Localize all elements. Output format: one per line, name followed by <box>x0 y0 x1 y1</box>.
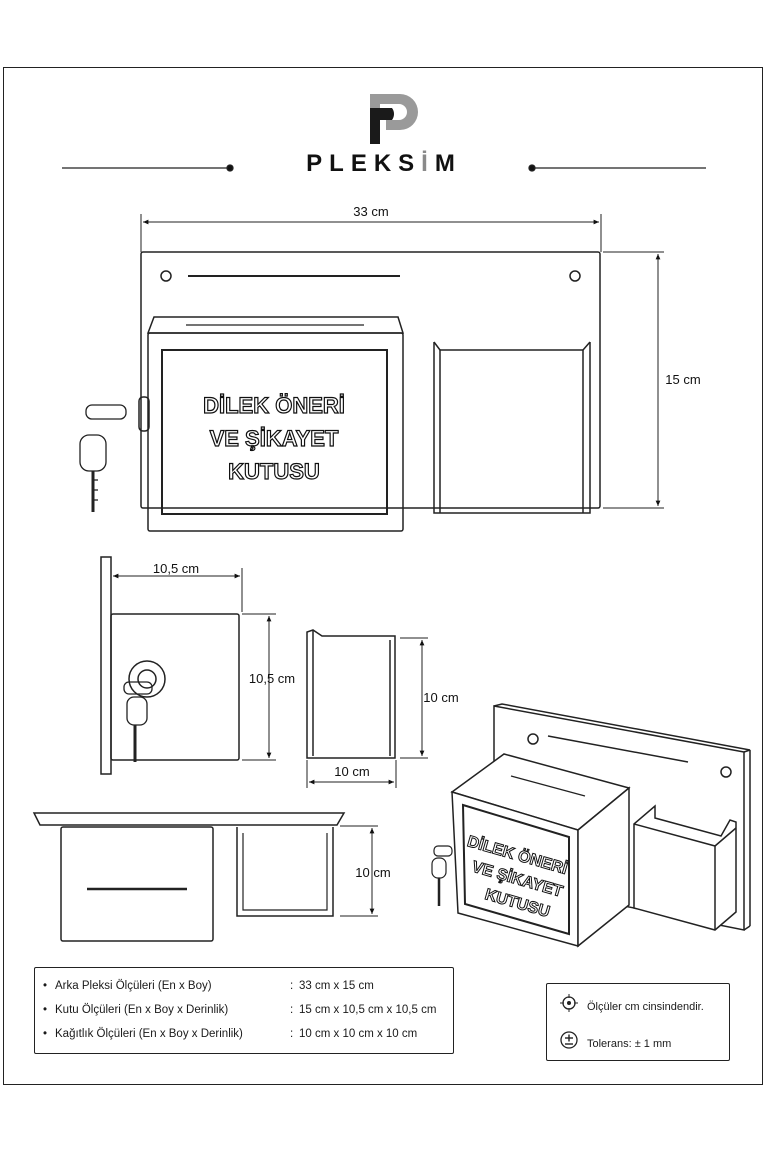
holder-height-dimension <box>400 637 428 759</box>
brand-divider <box>62 164 706 172</box>
box-height-label: 10,5 cm <box>249 671 295 686</box>
box-text-line3: KUTUSU <box>228 459 320 484</box>
notes-panel: Ölçüler cm cinsindendir. Tolerans: ± 1 m… <box>546 983 730 1061</box>
spec-value: 33 cm x 15 cm <box>299 980 374 992</box>
crosshair-icon <box>559 993 579 1020</box>
holder-height-label: 10 cm <box>423 690 458 705</box>
tolerance-note: Tolerans: ± 1 mm <box>559 1030 671 1050</box>
units-text: Ölçüler cm cinsindendir. <box>587 1000 704 1013</box>
key-icon <box>79 404 127 512</box>
brand-name-part3: M <box>434 150 462 177</box>
spec-value: 15 cm x 10,5 cm x 10,5 cm <box>299 1004 437 1016</box>
brand-name-part2: İ <box>421 150 435 177</box>
top-view <box>32 812 346 942</box>
units-note: Ölçüler cm cinsindendir. <box>559 993 704 1013</box>
specifications-panel: • Arka Pleksi Ölçüleri (En x Boy) : 33 c… <box>34 967 454 1054</box>
height-dimension <box>603 251 664 509</box>
spec-row-box: • Kutu Ölçüleri (En x Boy x Derinlik) : … <box>43 998 453 1022</box>
width-label: 33 cm <box>353 204 388 219</box>
pleksim-logo-icon <box>370 94 418 144</box>
box-text-line1: DİLEK ÖNERİ <box>203 393 345 418</box>
bullet-icon: • <box>43 1004 48 1016</box>
spec-value: 10 cm x 10 cm x 10 cm <box>299 1028 418 1040</box>
spec-label: Arka Pleksi Ölçüleri (En x Boy) <box>55 980 212 992</box>
brand-name: PLEKSİM <box>0 150 768 178</box>
box-depth-label: 10,5 cm <box>153 561 199 576</box>
isometric-view <box>450 703 751 948</box>
drawing-frame <box>3 67 763 1085</box>
box-height-dimension <box>242 613 276 761</box>
brand-name-part1: PLEKS <box>306 150 422 177</box>
side-view-box <box>100 556 240 775</box>
box-depth-dimension <box>110 568 243 612</box>
spec-row-back-panel: • Arka Pleksi Ölçüleri (En x Boy) : 33 c… <box>43 974 453 998</box>
spec-row-paper-holder: • Kağıtlık Ölçüleri (En x Boy x Derinlik… <box>43 1022 453 1046</box>
spec-label: Kutu Ölçüleri (En x Boy x Derinlik) <box>55 1004 229 1016</box>
box-front-text: DİLEK ÖNERİ VE ŞİKAYET KUTUSU <box>203 392 346 484</box>
spec-label: Kağıtlık Ölçüleri (En x Boy x Derinlik) <box>55 1028 243 1040</box>
side-view-holder <box>306 629 396 759</box>
top-depth-label: 10 cm <box>355 865 390 880</box>
iso-key-icon <box>431 845 453 906</box>
top-depth-dimension <box>340 825 378 917</box>
bullet-icon: • <box>43 1028 48 1040</box>
box-text-line2: VE ŞİKAYET <box>210 426 339 451</box>
plus-minus-icon <box>559 1030 579 1057</box>
width-dimension <box>140 214 602 252</box>
height-label: 15 cm <box>665 372 700 387</box>
bullet-icon: • <box>43 980 48 992</box>
tolerance-text: Tolerans: ± 1 mm <box>587 1037 672 1050</box>
front-view <box>138 251 601 532</box>
holder-width-label: 10 cm <box>334 764 369 779</box>
holder-width-dimension <box>306 760 397 788</box>
